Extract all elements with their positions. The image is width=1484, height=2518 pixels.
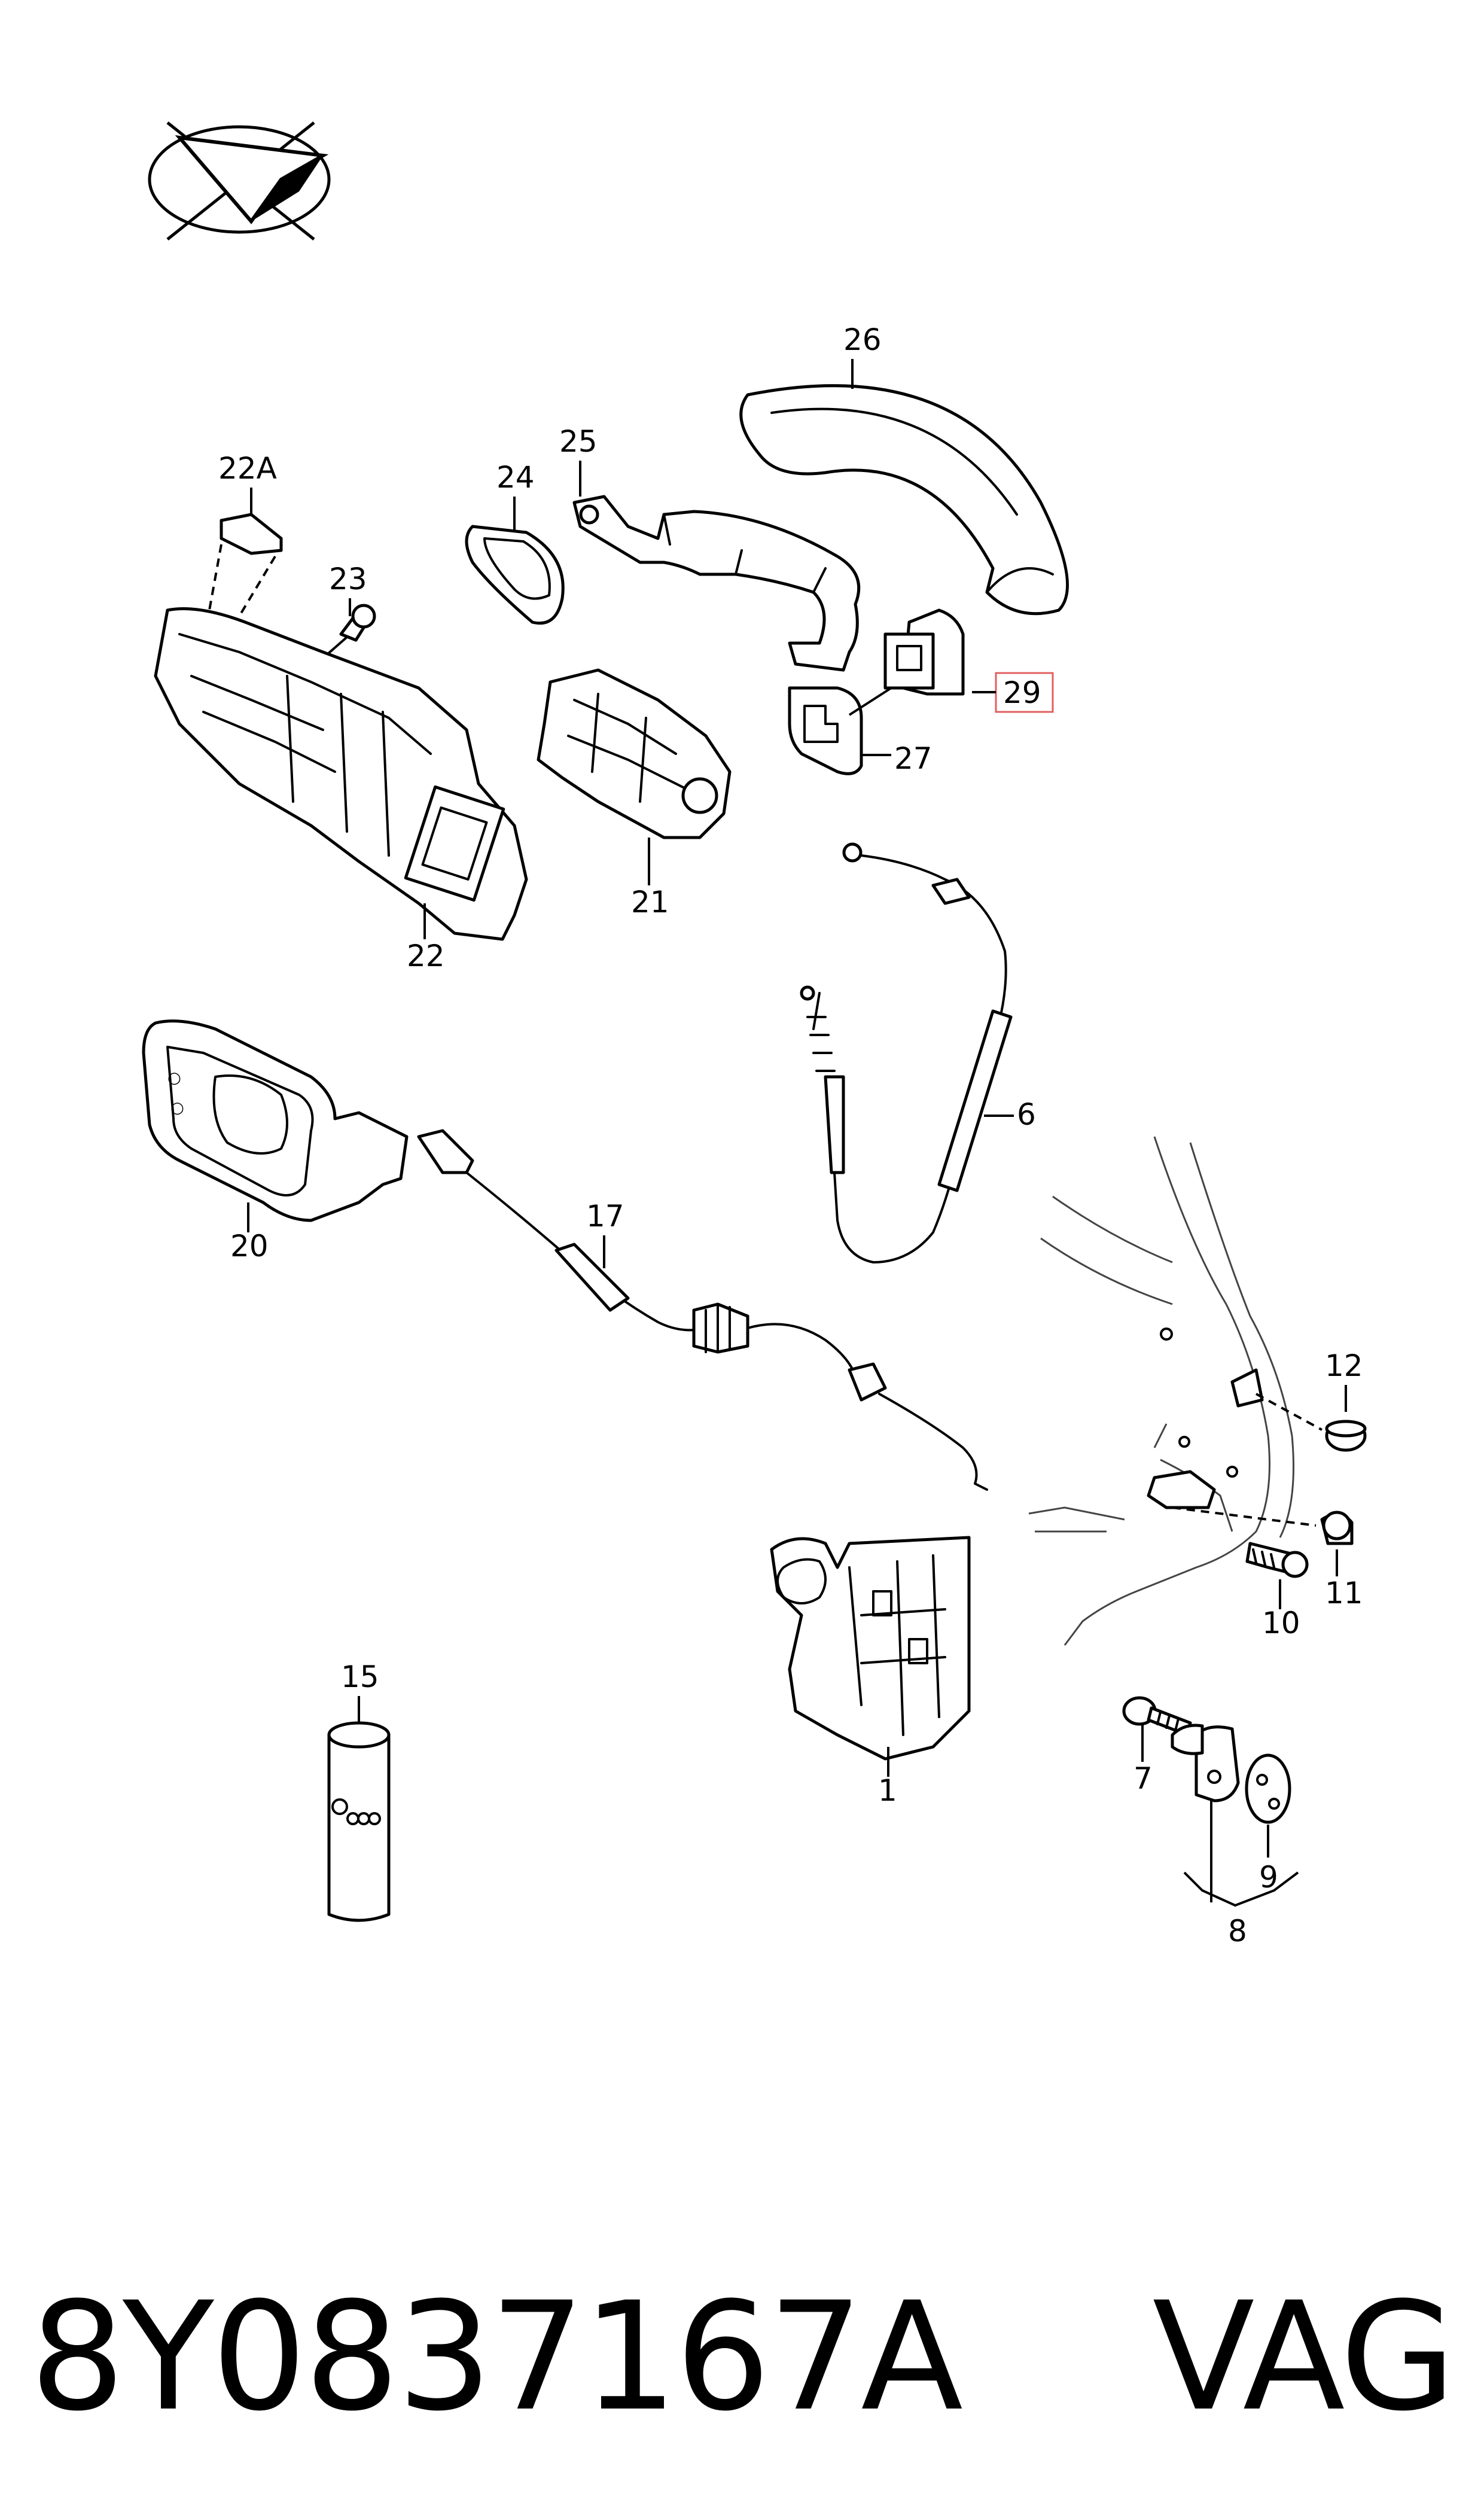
brand-name: VAG (1152, 2270, 1456, 2444)
callout-7: 7 (1133, 1761, 1153, 1796)
part-21-lock-housing (537, 668, 732, 839)
part-29-end-cap (883, 608, 965, 696)
part-17-inner-cable (417, 1129, 988, 1491)
part-24-gasket (465, 525, 565, 625)
callout-11: 11 (1325, 1576, 1363, 1610)
part-6-outer-cable (800, 842, 1013, 1263)
callout-12: 12 (1325, 1348, 1363, 1383)
callout-29: 29 (1003, 675, 1041, 710)
callout-25: 25 (559, 424, 598, 459)
part-1-door-lock (770, 1536, 971, 1761)
footer-bar: 8Y0837167A VAG (30, 2270, 1456, 2444)
callout-24: 24 (496, 460, 535, 495)
callout-26: 26 (843, 322, 882, 357)
callout-22a: 22A (218, 451, 277, 486)
part-20-inner-handle: ○ ○ (142, 1019, 409, 1222)
callout-20: 20 (230, 1229, 269, 1263)
part-9-plate (1245, 1753, 1291, 1824)
svg-text:○: ○ (170, 1099, 184, 1117)
svg-text:○: ○ (167, 1069, 181, 1087)
callout-15: 15 (341, 1660, 379, 1694)
callout-8: 8 (1228, 1914, 1247, 1948)
callout-21: 21 (631, 885, 669, 919)
orientation-arrow-icon (148, 121, 331, 240)
door-frame-outline (1028, 1136, 1294, 1646)
part-25-handle-carrier (572, 495, 861, 672)
callout-27: 27 (894, 741, 933, 776)
callout-23: 23 (329, 562, 367, 596)
part-22a-clip (220, 513, 283, 555)
part-22-handle-frame (154, 607, 528, 941)
part-26-handle-cover (739, 384, 1069, 616)
callout-22: 22 (407, 939, 445, 973)
part-15-lubricant-can (327, 1721, 391, 1922)
callout-6: 6 (1017, 1097, 1036, 1132)
part-10-bolt (1245, 1542, 1309, 1578)
part-23-screw (322, 604, 376, 659)
callout-1: 1 (878, 1773, 897, 1808)
part-number: 8Y0837167A (30, 2270, 963, 2444)
part-27-cap-trim (788, 686, 863, 775)
callout-17: 17 (586, 1199, 624, 1234)
part-12-plug (1325, 1420, 1367, 1452)
part-11-clip-nut (1320, 1511, 1354, 1545)
callout-10: 10 (1262, 1606, 1300, 1640)
part-8-striker (1171, 1724, 1240, 1803)
